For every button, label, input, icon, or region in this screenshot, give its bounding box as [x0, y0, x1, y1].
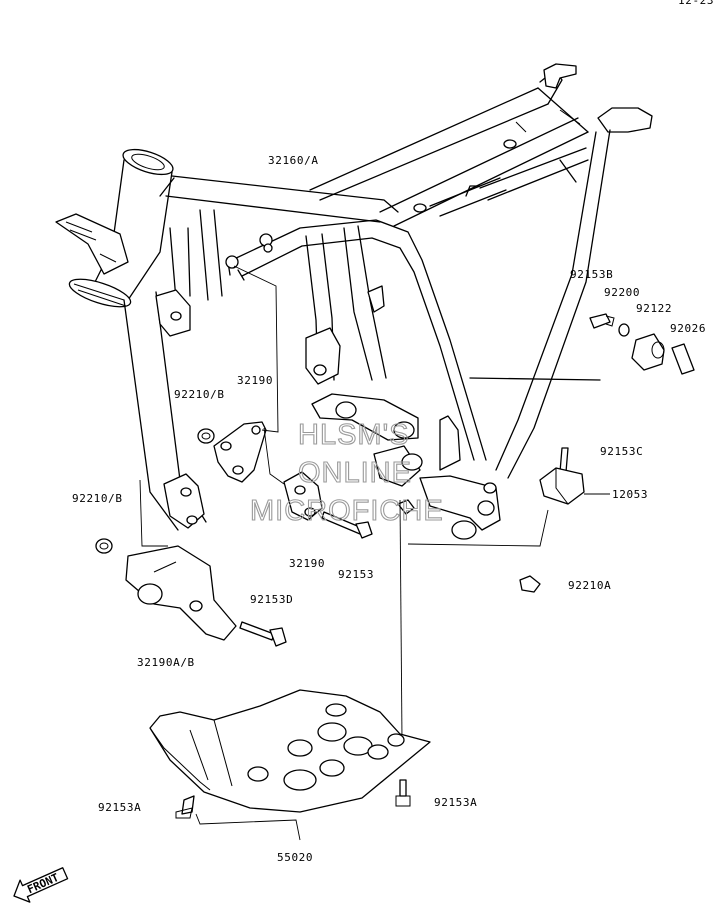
label-92122: 92122: [636, 302, 672, 315]
label-32190-lower: 32190: [289, 557, 325, 570]
skid-plate: [149, 689, 431, 841]
label-92210b-left: 92210/B: [72, 492, 123, 505]
label-12053: 12053: [612, 488, 648, 501]
label-92200: 92200: [604, 286, 640, 299]
watermark-line-1: HLSM'S: [298, 419, 409, 451]
label-92153a-left: 92153A: [98, 801, 141, 814]
watermark: HLSM'S ONLINE MICROFICHE: [249, 418, 444, 527]
frame-assembly: [55, 63, 695, 741]
label-92153a-right: 92153A: [434, 796, 477, 809]
label-92210a: 92210A: [568, 579, 611, 592]
label-92026: 92026: [670, 322, 706, 335]
page-reference: 12-23: [678, 0, 714, 7]
front-arrow-label: FRONT: [25, 871, 61, 896]
watermark-line-3: MICROFICHE: [250, 495, 444, 527]
label-92153b: 92153B: [570, 268, 613, 281]
label-32190-upper: 32190: [237, 374, 273, 387]
label-92210b-upper: 92210/B: [174, 388, 225, 401]
steering-head: [55, 148, 174, 308]
label-32190ab: 32190A/B: [137, 656, 195, 669]
label-92153: 92153: [338, 568, 374, 581]
label-32160a: 32160/A: [268, 154, 319, 167]
part-labels: 32160/A 92153B 92200 92122 92026 92210/B…: [72, 154, 706, 864]
parts-92153b-92026: [589, 313, 695, 375]
label-55020: 55020: [277, 851, 313, 864]
front-arrow: FRONT: [13, 867, 69, 903]
watermark-line-2: ONLINE: [298, 457, 412, 489]
label-92153d: 92153D: [250, 593, 293, 606]
label-92153c: 92153C: [600, 445, 643, 458]
